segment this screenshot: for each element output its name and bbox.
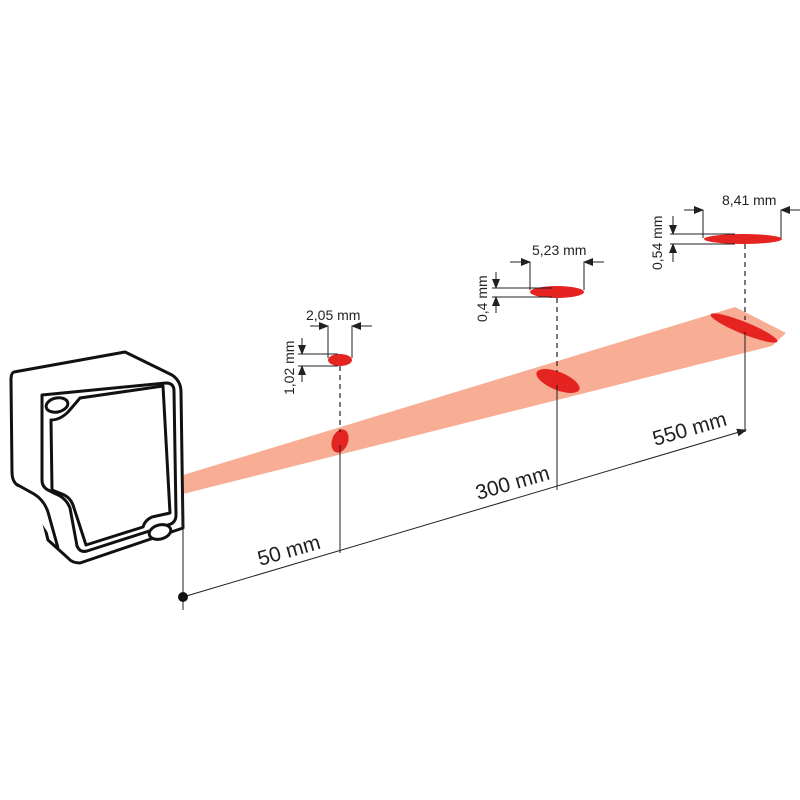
- spot-height-50: 1,02 mm: [281, 341, 297, 395]
- spot-height-300: 0,4 mm: [474, 275, 490, 322]
- distance-axis: [178, 332, 747, 610]
- spot-height-550: 0,54 mm: [649, 216, 665, 270]
- sensor-housing-icon: [9, 350, 185, 565]
- beam-spot-50: [331, 429, 349, 453]
- laser-beam: [183, 307, 786, 494]
- beam-spot-550: [710, 313, 778, 343]
- spot-width-50: 2,05 mm: [306, 307, 360, 323]
- spot-detail-50: [298, 322, 372, 382]
- spot-detail-300: [492, 258, 604, 313]
- spot-width-550: 8,41 mm: [722, 192, 776, 208]
- beam-spot-300: [536, 369, 580, 393]
- distance-label-300: 300 mm: [473, 462, 552, 505]
- distance-label-50: 50 mm: [255, 531, 323, 571]
- spot-width-300: 5,23 mm: [532, 242, 586, 258]
- spot-detail-550: [669, 206, 800, 262]
- distance-label-550: 550 mm: [650, 408, 729, 451]
